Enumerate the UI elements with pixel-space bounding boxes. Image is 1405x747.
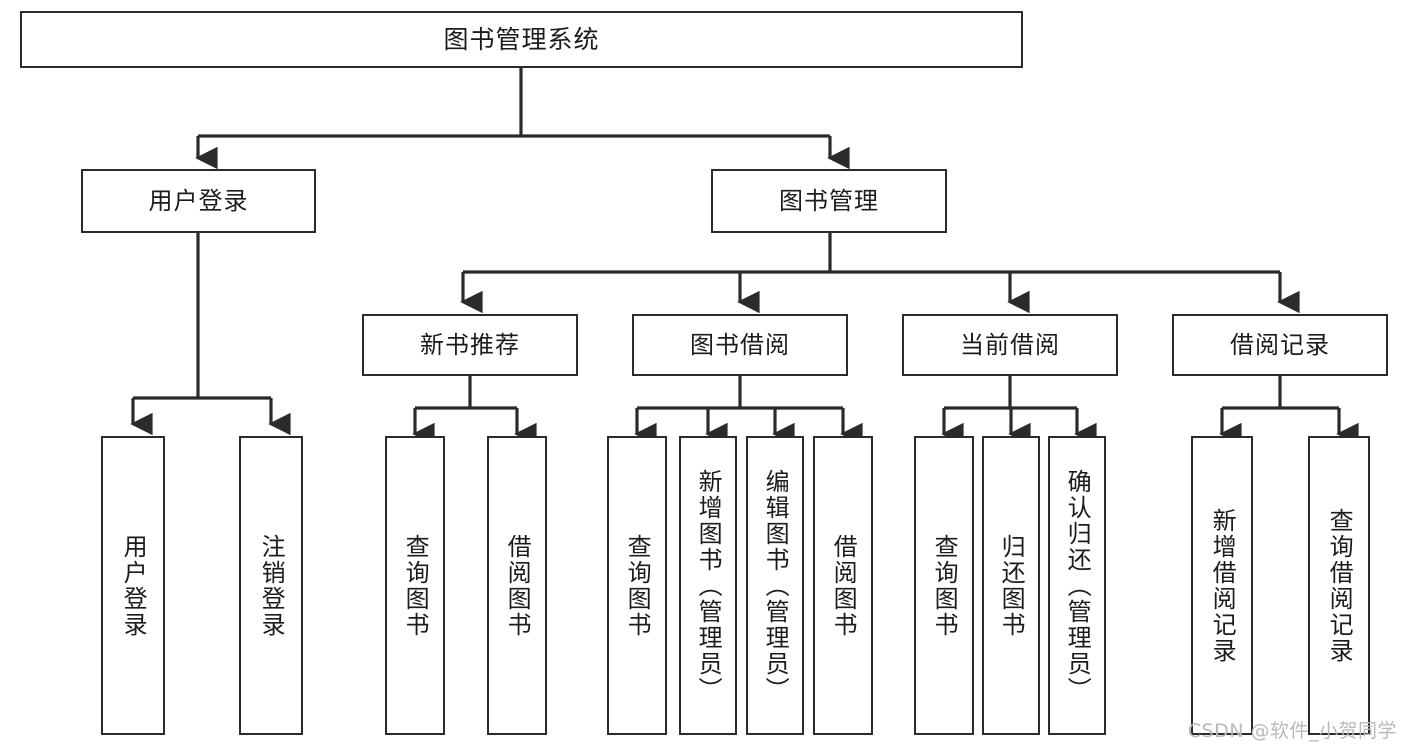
node-book-borrow[interactable]: 图书借阅 xyxy=(632,314,848,376)
leaf-book-borrow-query[interactable]: 查询图书 xyxy=(607,436,667,735)
leaf-current-borrow-return[interactable]: 归还图书 xyxy=(982,436,1040,735)
node-book-management[interactable]: 图书管理 xyxy=(711,169,947,233)
node-current-borrow-label: 当前借阅 xyxy=(960,330,1060,359)
leaf-borrow-record-add[interactable]: 新增借阅记录 xyxy=(1191,436,1253,735)
leaf-new-book-borrow[interactable]: 借阅图书 xyxy=(487,436,547,735)
leaf-user-login-signin-label: 用户登录 xyxy=(119,533,148,638)
leaf-book-borrow-lend[interactable]: 借阅图书 xyxy=(813,436,873,735)
leaf-current-borrow-query[interactable]: 查询图书 xyxy=(914,436,974,735)
leaf-user-login-signin[interactable]: 用户登录 xyxy=(101,436,165,735)
leaf-current-borrow-confirm-label: 确认归还（管理员） xyxy=(1063,468,1092,703)
leaf-book-borrow-lend-label: 借阅图书 xyxy=(829,533,858,638)
node-root[interactable]: 图书管理系统 xyxy=(20,11,1023,68)
node-user-login-label: 用户登录 xyxy=(148,186,249,215)
leaf-book-borrow-add-label: 新增图书（管理员） xyxy=(694,468,723,703)
leaf-borrow-record-query-label: 查询借阅记录 xyxy=(1325,507,1354,664)
leaf-new-book-borrow-label: 借阅图书 xyxy=(503,533,532,638)
leaf-current-borrow-confirm[interactable]: 确认归还（管理员） xyxy=(1048,436,1106,735)
node-new-book-recommend-label: 新书推荐 xyxy=(420,330,520,359)
leaf-borrow-record-add-label: 新增借阅记录 xyxy=(1208,507,1237,664)
node-borrow-record-label: 借阅记录 xyxy=(1230,330,1330,359)
leaf-user-login-signout-label: 注销登录 xyxy=(257,533,286,638)
leaf-book-borrow-query-label: 查询图书 xyxy=(623,533,652,638)
leaf-current-borrow-query-label: 查询图书 xyxy=(930,533,959,638)
node-root-label: 图书管理系统 xyxy=(443,24,600,54)
leaf-book-borrow-add[interactable]: 新增图书（管理员） xyxy=(679,436,737,735)
node-new-book-recommend[interactable]: 新书推荐 xyxy=(362,314,578,376)
leaf-current-borrow-return-label: 归还图书 xyxy=(997,533,1026,638)
leaf-book-borrow-edit-label: 编辑图书（管理员） xyxy=(761,468,790,703)
leaf-new-book-query-label: 查询图书 xyxy=(401,533,430,638)
node-book-borrow-label: 图书借阅 xyxy=(690,330,790,359)
leaf-book-borrow-edit[interactable]: 编辑图书（管理员） xyxy=(746,436,804,735)
node-current-borrow[interactable]: 当前借阅 xyxy=(902,314,1118,376)
leaf-new-book-query[interactable]: 查询图书 xyxy=(385,436,445,735)
node-user-login[interactable]: 用户登录 xyxy=(81,169,316,233)
node-book-management-label: 图书管理 xyxy=(779,186,879,215)
node-borrow-record[interactable]: 借阅记录 xyxy=(1172,314,1388,376)
leaf-user-login-signout[interactable]: 注销登录 xyxy=(239,436,303,735)
leaf-borrow-record-query[interactable]: 查询借阅记录 xyxy=(1308,436,1370,735)
